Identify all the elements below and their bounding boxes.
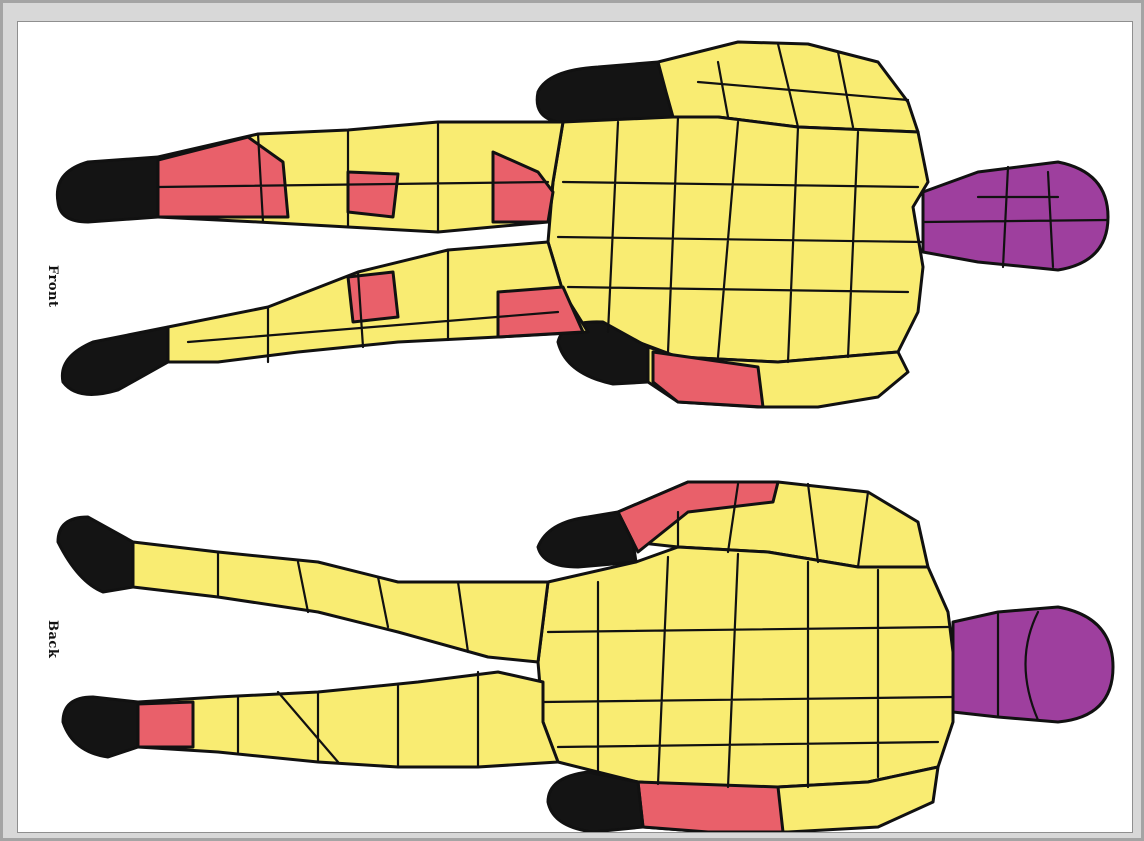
back-figure (58, 482, 1113, 832)
front-hand-top[interactable] (537, 62, 673, 125)
body-map-canvas: Front Back (17, 21, 1133, 833)
back-arm-lower-highlight[interactable] (638, 782, 783, 832)
body-map-svg (18, 22, 1133, 833)
back-leg-upper[interactable] (133, 542, 548, 662)
front-foot-top[interactable] (57, 157, 158, 222)
back-hand-bottom[interactable] (548, 772, 643, 832)
back-calf-lower-highlight[interactable] (138, 702, 193, 747)
back-foot-top[interactable] (58, 517, 133, 592)
front-figure-label: Front (45, 265, 60, 307)
front-knee-upper-highlight[interactable] (348, 172, 398, 217)
back-hand-top[interactable] (538, 512, 636, 567)
back-torso[interactable] (538, 547, 953, 787)
front-foot-bottom[interactable] (62, 327, 168, 395)
back-foot-bottom[interactable] (63, 697, 138, 757)
front-figure (57, 42, 1108, 407)
front-head[interactable] (923, 162, 1108, 270)
back-figure-label: Back (45, 620, 60, 658)
front-knee-lower-highlight[interactable] (348, 272, 398, 322)
back-leg-lower[interactable] (138, 672, 558, 767)
